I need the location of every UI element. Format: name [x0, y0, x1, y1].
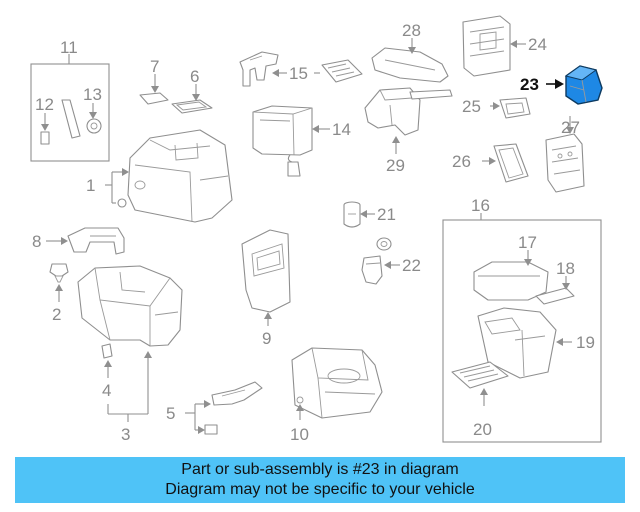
callout-17: 17: [518, 233, 537, 252]
callout-8: 8: [32, 232, 41, 251]
callout-27: 27: [561, 118, 580, 137]
part-21-socket: [343, 201, 375, 228]
part-group-16: [442, 213, 602, 443]
part-group-11: [30, 54, 110, 162]
leader-1: [105, 168, 129, 204]
part-15b-pad: [314, 59, 363, 83]
callout-21: 21: [377, 205, 396, 224]
part-24-unit: [462, 15, 526, 77]
part-23-top: [564, 65, 598, 81]
callout-9: 9: [262, 329, 271, 348]
parts-diagram: 11 12 13 7 6 1 8 2: [30, 15, 603, 444]
part-10-console-front: [291, 347, 383, 420]
callout-29: 29: [386, 156, 405, 175]
part-9-panel: [241, 229, 291, 326]
callout-25: 25: [462, 97, 481, 116]
callout-20: 20: [473, 420, 492, 439]
part-5-brackets: [185, 381, 263, 435]
callout-26: 26: [452, 152, 471, 171]
part-28-armrest-lid: [371, 38, 449, 83]
part-26-pad: [482, 143, 529, 183]
part-8-bracket: [46, 227, 125, 255]
part-27-panel: [545, 116, 585, 193]
callout-22: 22: [402, 256, 421, 275]
callout-10: 10: [290, 425, 309, 444]
part-25-bracket: [490, 97, 531, 119]
callout-19: 19: [576, 333, 595, 352]
callout-2: 2: [52, 305, 61, 324]
callout-16: 16: [471, 196, 490, 215]
part-23-highlighted: [546, 65, 603, 105]
part-22-socket: [361, 237, 400, 285]
callout-4: 4: [102, 381, 111, 400]
part-4-clip: [101, 343, 113, 378]
callout-14: 14: [332, 120, 351, 139]
part-14-bin: [252, 105, 330, 177]
part-15-bracket: [239, 51, 287, 87]
part-3-console-base: [77, 265, 183, 347]
callout-24: 24: [528, 35, 547, 54]
callout-6: 6: [190, 67, 199, 86]
banner-line-1: Part or sub-assembly is #23 in diagram: [181, 461, 459, 478]
part-7-pad: [139, 74, 169, 105]
banner-line-2: Diagram may not be specific to your vehi…: [165, 481, 475, 498]
callout-28: 28: [402, 21, 421, 40]
callout-15: 15: [289, 64, 308, 83]
callout-13: 13: [83, 85, 102, 104]
part-1-console-body: [117, 129, 233, 223]
part-6-pad: [171, 84, 213, 114]
callout-11: 11: [60, 38, 78, 57]
leader-3: [107, 351, 152, 422]
callout-5: 5: [166, 404, 175, 423]
callout-12: 12: [35, 95, 54, 114]
callout-3: 3: [121, 425, 130, 444]
callout-7: 7: [150, 57, 159, 76]
callout-18: 18: [556, 259, 575, 278]
callout-1: 1: [86, 176, 95, 195]
part-2-clip: [49, 263, 69, 302]
part-29-hinge: [364, 87, 453, 154]
callout-23: 23: [520, 75, 539, 94]
info-banner: Part or sub-assembly is #23 in diagram D…: [15, 457, 625, 503]
